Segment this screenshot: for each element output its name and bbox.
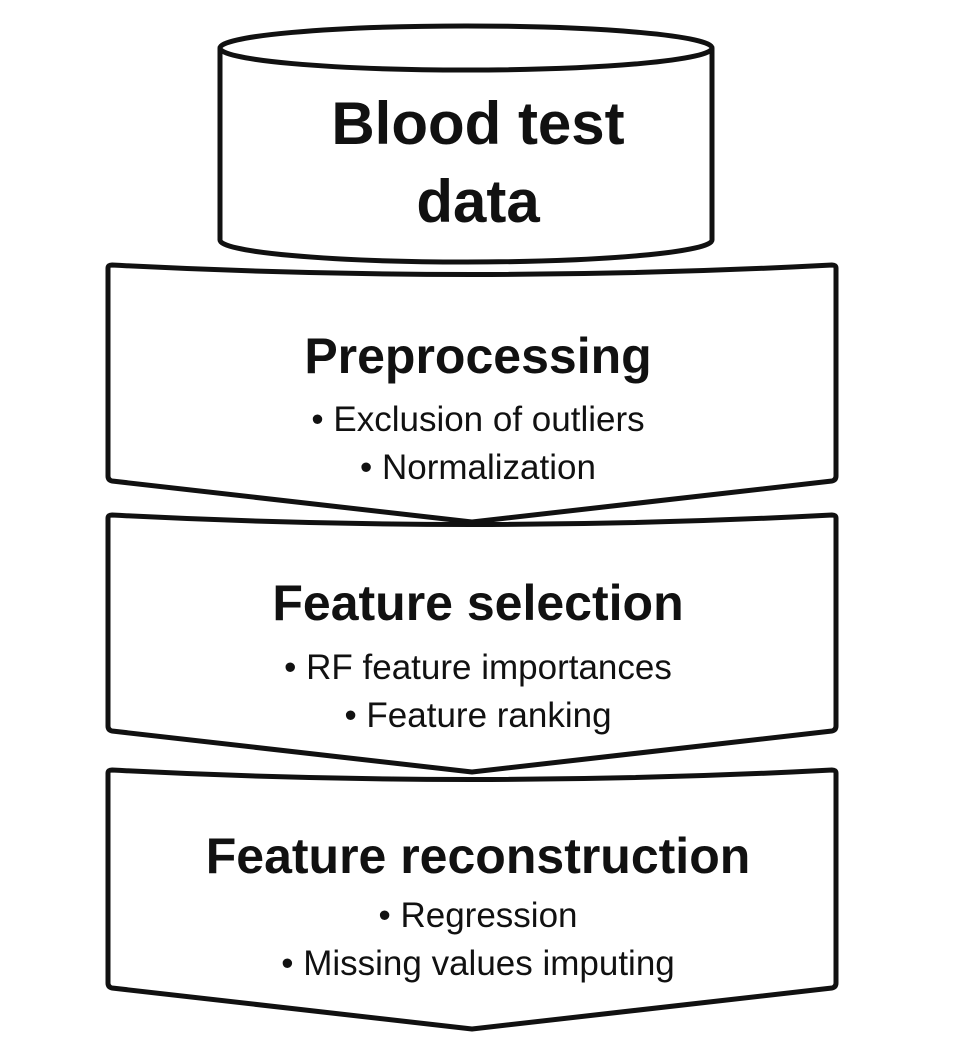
step-bullet: • Normalization (360, 448, 596, 487)
step-bullet: • Exclusion of outliers (311, 400, 645, 439)
step-title-feature-reconstruction: Feature reconstruction (205, 828, 751, 884)
step-chevron-feature-reconstruction (105, 767, 839, 1032)
database-title-line-1: Blood test (331, 90, 625, 157)
database-cylinder (217, 23, 715, 265)
step-title-preprocessing: Preprocessing (304, 328, 652, 384)
step-chevron-feature-selection (105, 512, 839, 775)
step-bullet: • Missing values imputing (281, 944, 675, 983)
step-bullet: • RF feature importances (284, 648, 672, 687)
step-bullet: • Feature ranking (344, 696, 612, 735)
step-bullet: • Regression (378, 896, 578, 935)
database-title-line-2: data (416, 168, 540, 235)
step-chevron-preprocessing (105, 262, 839, 525)
step-title-feature-selection: Feature selection (272, 575, 684, 631)
